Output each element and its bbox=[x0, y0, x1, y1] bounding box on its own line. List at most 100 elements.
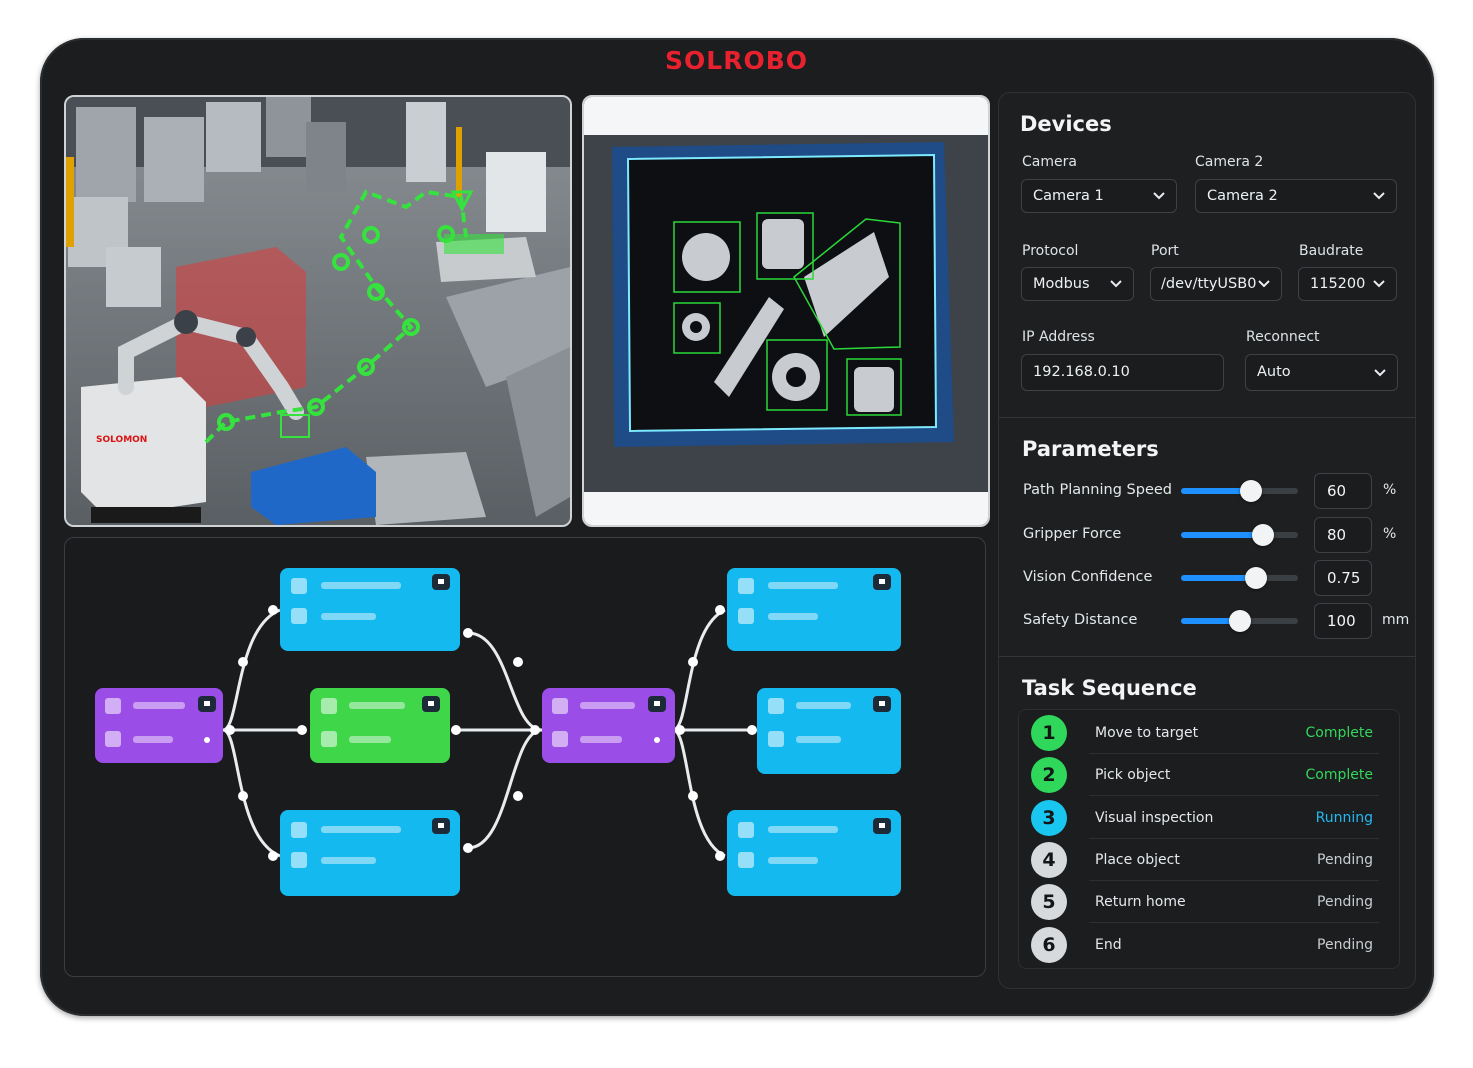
ip-address-input[interactable]: 192.168.0.10 bbox=[1021, 354, 1224, 391]
parameter-unit: % bbox=[1383, 526, 1397, 542]
parameter-unit: mm bbox=[1382, 612, 1410, 628]
flow-node-branch-mid-2[interactable] bbox=[757, 688, 901, 774]
flow-node-start[interactable] bbox=[95, 688, 223, 763]
port-select-value: /dev/ttyUSB0 bbox=[1161, 276, 1257, 292]
parameter-value-input[interactable]: 100 bbox=[1314, 603, 1372, 639]
parameter-unit: % bbox=[1383, 482, 1397, 498]
task-name: Visual inspection bbox=[1095, 810, 1214, 826]
camera-label: Camera bbox=[1022, 154, 1077, 170]
task-status: Pending bbox=[1317, 852, 1373, 868]
slider-handle[interactable] bbox=[1240, 480, 1263, 502]
robot-brand-label: SOLOMON bbox=[96, 435, 147, 445]
parameter-slider[interactable] bbox=[1181, 567, 1298, 589]
task-row[interactable]: 5 Return home Pending bbox=[1019, 881, 1399, 923]
task-row[interactable]: 6 End Pending bbox=[1019, 924, 1399, 966]
parameter-label: Vision Confidence bbox=[1023, 569, 1153, 585]
task-name: Return home bbox=[1095, 894, 1186, 910]
parameter-slider[interactable] bbox=[1181, 524, 1298, 546]
parameter-value-input[interactable]: 60 bbox=[1314, 473, 1372, 509]
flow-node-branch-top-2[interactable] bbox=[727, 568, 901, 651]
camera-select[interactable]: Camera 1 bbox=[1021, 179, 1177, 213]
chevron-down-icon bbox=[1258, 280, 1270, 288]
flow-node-branch-bottom-2[interactable] bbox=[727, 810, 901, 896]
parameter-slider[interactable] bbox=[1181, 610, 1298, 632]
baudrate-label: Baudrate bbox=[1299, 243, 1364, 259]
protocol-label: Protocol bbox=[1022, 243, 1079, 259]
task-row-divider bbox=[1089, 795, 1379, 796]
task-step-number: 3 bbox=[1031, 800, 1067, 836]
task-status: Running bbox=[1315, 810, 1373, 826]
chevron-down-icon bbox=[1373, 280, 1385, 288]
task-name: Pick object bbox=[1095, 767, 1171, 783]
slider-fill bbox=[1181, 532, 1263, 538]
task-row-divider bbox=[1089, 753, 1379, 754]
parameter-label: Gripper Force bbox=[1023, 526, 1122, 542]
port-select[interactable]: /dev/ttyUSB0 bbox=[1150, 267, 1282, 301]
reconnect-select[interactable]: Auto bbox=[1245, 354, 1398, 391]
task-row[interactable]: 2 Pick object Complete bbox=[1019, 754, 1399, 796]
parameter-slider[interactable] bbox=[1181, 480, 1298, 502]
flow-graph-canvas bbox=[222, 605, 757, 861]
port-label: Port bbox=[1151, 243, 1179, 259]
task-step-number: 1 bbox=[1031, 715, 1067, 751]
devices-title: Devices bbox=[1020, 112, 1112, 136]
reconnect-select-value: Auto bbox=[1257, 364, 1291, 380]
ip-address-label: IP Address bbox=[1022, 329, 1095, 345]
chevron-down-icon bbox=[1110, 280, 1122, 288]
slider-fill bbox=[1181, 618, 1240, 624]
task-row[interactable]: 3 Visual inspection Running bbox=[1019, 797, 1399, 839]
parameter-label: Path Planning Speed bbox=[1023, 482, 1172, 498]
flow-node-merge[interactable] bbox=[542, 688, 675, 763]
task-name: Place object bbox=[1095, 852, 1180, 868]
slider-handle[interactable] bbox=[1251, 524, 1274, 546]
slider-handle[interactable] bbox=[1244, 567, 1267, 589]
task-row-divider bbox=[1089, 838, 1379, 839]
task-sequence-title: Task Sequence bbox=[1022, 676, 1197, 700]
slider-fill bbox=[1181, 575, 1256, 581]
task-row-divider bbox=[1089, 922, 1379, 923]
section-divider bbox=[999, 417, 1415, 418]
camera2-label: Camera 2 bbox=[1195, 154, 1264, 170]
camera-view-scene[interactable]: SOLOMON bbox=[64, 95, 572, 527]
task-row-divider bbox=[1089, 880, 1379, 881]
slider-fill bbox=[1181, 488, 1252, 494]
slider-handle[interactable] bbox=[1228, 610, 1251, 632]
task-status: Complete bbox=[1305, 767, 1373, 783]
vision-illustration bbox=[584, 97, 988, 525]
task-row[interactable]: 1 Move to target Complete bbox=[1019, 712, 1399, 754]
task-row[interactable]: 4 Place object Pending bbox=[1019, 839, 1399, 881]
section-divider bbox=[999, 656, 1415, 657]
protocol-select[interactable]: Modbus bbox=[1021, 267, 1134, 301]
task-step-number: 2 bbox=[1031, 757, 1067, 793]
task-name: End bbox=[1095, 937, 1122, 953]
camera2-select-value: Camera 2 bbox=[1207, 188, 1278, 204]
parameter-value-input[interactable]: 0.75 bbox=[1314, 560, 1372, 596]
parameter-label: Safety Distance bbox=[1023, 612, 1138, 628]
camera-select-value: Camera 1 bbox=[1033, 188, 1104, 204]
task-status: Complete bbox=[1305, 725, 1373, 741]
reconnect-label: Reconnect bbox=[1246, 329, 1320, 345]
flow-node-branch-top-1[interactable] bbox=[280, 568, 460, 651]
parameters-title: Parameters bbox=[1022, 437, 1159, 461]
brand-logo: SOLROBO bbox=[665, 46, 808, 75]
task-status: Pending bbox=[1317, 894, 1373, 910]
task-status: Pending bbox=[1317, 937, 1373, 953]
parameter-value-input[interactable]: 80 bbox=[1314, 517, 1372, 553]
flow-node-branch-bottom-1[interactable] bbox=[280, 810, 460, 896]
task-step-number: 5 bbox=[1031, 884, 1067, 920]
task-step-number: 6 bbox=[1031, 927, 1067, 963]
camera-view-vision[interactable] bbox=[582, 95, 990, 527]
task-step-number: 4 bbox=[1031, 842, 1067, 878]
camera2-select[interactable]: Camera 2 bbox=[1195, 179, 1397, 213]
flow-node-branch-mid-1[interactable] bbox=[310, 688, 450, 763]
task-name: Move to target bbox=[1095, 725, 1199, 741]
task-flow-graph[interactable] bbox=[64, 537, 986, 977]
chevron-down-icon bbox=[1373, 192, 1385, 200]
scene-illustration: SOLOMON bbox=[66, 97, 570, 525]
baudrate-select[interactable]: 115200 bbox=[1298, 267, 1397, 301]
baudrate-select-value: 115200 bbox=[1310, 276, 1366, 292]
chevron-down-icon bbox=[1153, 192, 1165, 200]
chevron-down-icon bbox=[1374, 369, 1386, 377]
protocol-select-value: Modbus bbox=[1033, 276, 1090, 292]
